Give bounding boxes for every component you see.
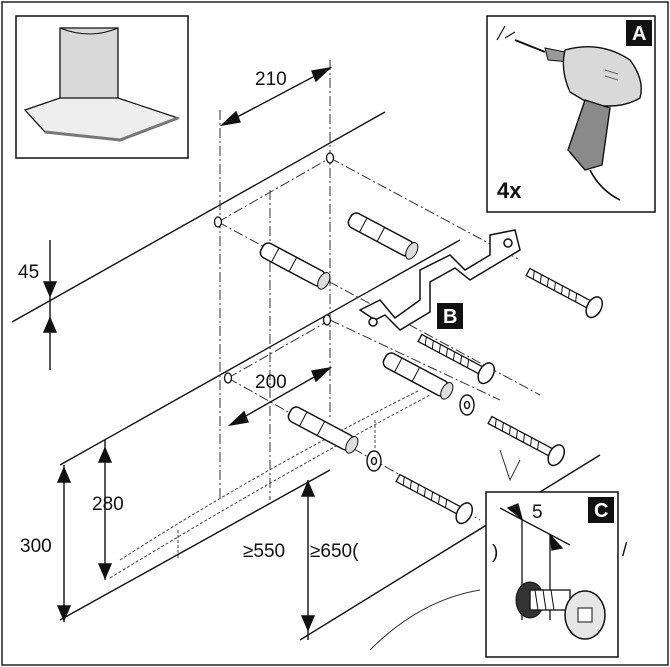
- screw-icon: [525, 267, 604, 319]
- badge-a-label: A: [632, 23, 646, 45]
- badge-b-label: B: [443, 306, 457, 328]
- wall-plug-icon: [287, 406, 359, 454]
- dimension-5: 5: [532, 502, 543, 523]
- badge-c: [588, 497, 614, 523]
- badge-b: [437, 303, 463, 329]
- screw-icon: [417, 333, 496, 385]
- mounting-bracket-icon: [358, 229, 521, 331]
- drill-icon: [496, 25, 642, 201]
- screw-icon: [395, 473, 474, 525]
- wall-plug-icon: [347, 212, 419, 260]
- dimension-200: 200: [255, 372, 287, 393]
- screw-head-icon: [515, 581, 606, 640]
- dimension-550: ≥550: [243, 541, 285, 562]
- wall-lines: [11, 111, 601, 641]
- guide-lines: [369, 449, 521, 651]
- wall-plug-icon: [259, 242, 331, 290]
- drill-hole-marks: [213, 152, 335, 384]
- paren-left: ): [492, 542, 498, 563]
- dimension-5-lines: [499, 503, 571, 620]
- dimension-280: 280: [92, 494, 124, 515]
- multiplier-label: 4x: [497, 178, 522, 203]
- dimension-300: 300: [20, 536, 52, 557]
- wall-plug-icon: [382, 352, 454, 400]
- wall-plugs: [259, 212, 454, 454]
- dimension-lines: [42, 66, 333, 640]
- hood-outline: [109, 389, 431, 579]
- dimension-650: ≥650(: [310, 541, 359, 562]
- cooker-hood-icon: [23, 27, 180, 142]
- screws: [366, 267, 604, 525]
- dimension-210: 210: [255, 69, 287, 90]
- screw-icon: [487, 415, 566, 467]
- badge-a: [626, 20, 652, 46]
- inset-screw-detail: C 5 ): [485, 491, 619, 658]
- dimension-45: 45: [18, 262, 39, 283]
- slash-mark: /: [622, 540, 628, 561]
- badge-c-label: C: [594, 500, 608, 522]
- washer-icon: [366, 394, 475, 472]
- inset-hood: [15, 15, 189, 159]
- inset-drill: A 4x: [486, 15, 656, 213]
